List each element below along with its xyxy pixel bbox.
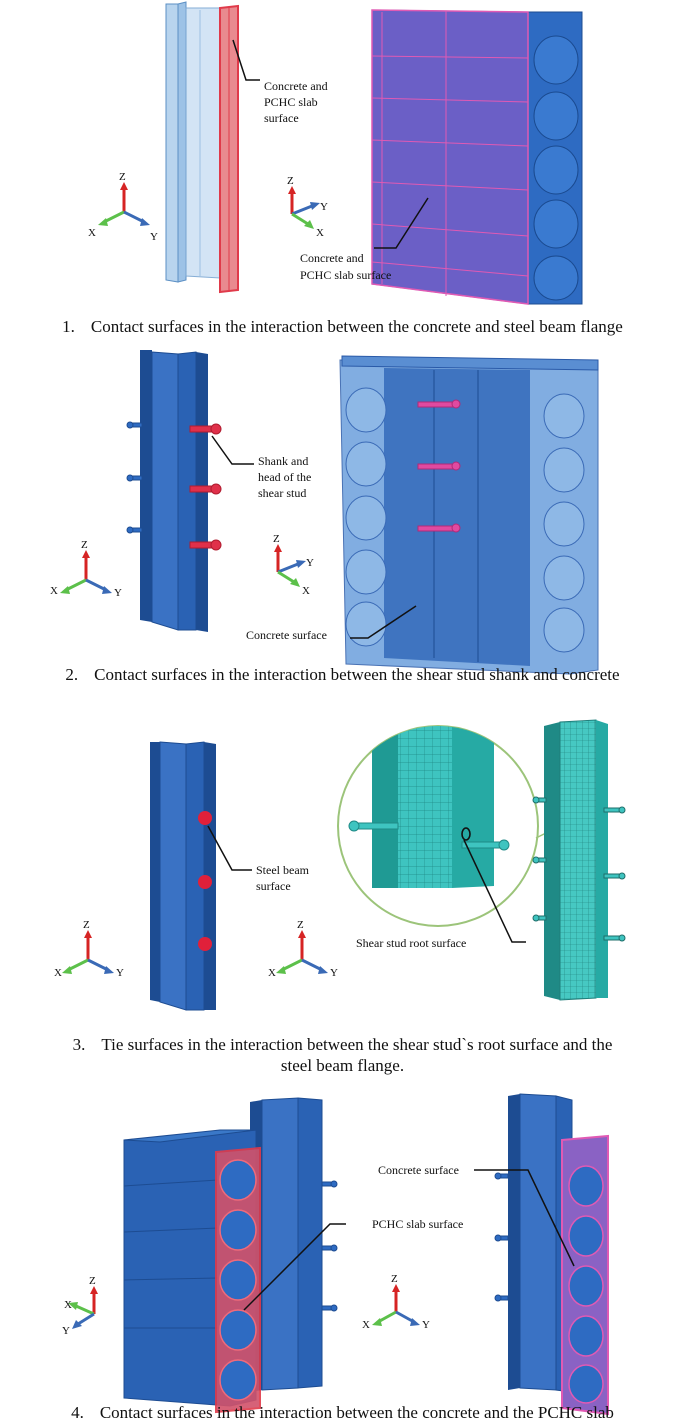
svg-text:X: X (268, 967, 276, 979)
label-left-line1: Concrete and (264, 79, 328, 93)
panel-1-figure: Concrete and PCHC slab surface Z X Y (88, 1, 583, 305)
svg-text:Y: Y (114, 587, 122, 599)
svg-text:X: X (362, 1319, 370, 1331)
svg-text:Z: Z (81, 539, 88, 551)
axis-triad-right: Z Y X (273, 533, 314, 597)
svg-text:Z: Z (297, 919, 304, 931)
label-left-line3: shear stud (258, 486, 306, 500)
leader-line-left (211, 435, 254, 465)
slab-division-lines (371, 11, 529, 296)
axis-triad-right: Z X Y (362, 1273, 430, 1331)
slab-and-beam-assembly (123, 1097, 338, 1414)
slab-studs-highlighted (417, 399, 461, 533)
panel-3: Steel beam surface Z X Y Z X Y (0, 698, 685, 1092)
svg-text:X: X (302, 585, 310, 597)
leader-line-left (243, 1223, 346, 1311)
svg-text:X: X (316, 227, 324, 239)
label-right: Shear stud root surface (356, 936, 466, 950)
svg-text:Z: Z (83, 919, 90, 931)
panel-2: Shank and head of the shear stud Z X Y (0, 340, 685, 690)
svg-text:Z: Z (273, 533, 280, 545)
leader-line-right (374, 197, 429, 249)
translucent-pchc-slab (339, 355, 599, 675)
svg-text:X: X (64, 1299, 72, 1311)
panel-3-figure: Steel beam surface Z X Y Z X Y (54, 719, 626, 1011)
label-left-line2: surface (256, 879, 291, 893)
axis-triad-left: Z X Y (54, 919, 124, 979)
steel-beam-with-studs (126, 350, 222, 632)
hollow-cores-right (543, 393, 585, 653)
leader-line-left (207, 825, 252, 871)
leader-line-right (350, 605, 417, 639)
svg-text:Y: Y (62, 1325, 70, 1337)
shear-studs-highlighted (189, 423, 222, 551)
meshed-studs (532, 796, 626, 942)
leader-line-left (232, 39, 260, 81)
shear-studs-back (126, 421, 143, 534)
svg-text:Y: Y (306, 557, 314, 569)
caption-4: 4.Contact surfaces in the interaction be… (71, 1403, 614, 1422)
hollow-cores-left (345, 387, 387, 647)
leader-line-right (463, 839, 526, 943)
zoom-detail (337, 725, 581, 927)
svg-text:Y: Y (150, 231, 158, 243)
beam-with-concrete-surface (494, 1093, 609, 1416)
hollow-cores-side (533, 35, 579, 301)
svg-text:Z: Z (89, 1275, 96, 1287)
beam-studs (321, 1180, 338, 1312)
axis-triad-left: Z X Y (62, 1275, 98, 1337)
label-left-line2: PCHC slab (264, 95, 318, 109)
panel-4-figure: PCHC slab surface Z X Y Z X Y (62, 1093, 609, 1416)
concrete-hollow-cores (568, 1165, 604, 1404)
pchc-slab (371, 9, 583, 305)
panel-1: Concrete and PCHC slab surface Z X Y (0, 0, 685, 336)
zoom-studs (348, 820, 510, 851)
svg-text:Y: Y (116, 967, 124, 979)
svg-text:Z: Z (391, 1273, 398, 1285)
label-left-line3: surface (264, 111, 299, 125)
svg-text:X: X (54, 967, 62, 979)
beam-studs-right (494, 1172, 509, 1302)
svg-text:Z: Z (119, 171, 126, 183)
label-left-line1: Shank and (258, 454, 308, 468)
leader-line-right (474, 1169, 575, 1267)
label-left-line1: Steel beam (256, 863, 310, 877)
label-left-line2: head of the (258, 470, 311, 484)
caption-2: 2.Contact surfaces in the interaction be… (65, 665, 620, 684)
svg-text:Y: Y (320, 201, 328, 213)
svg-text:Y: Y (422, 1319, 430, 1331)
panel-2-figure: Shank and head of the shear stud Z X Y (50, 350, 599, 675)
steel-beam (150, 741, 216, 1011)
svg-text:Z: Z (287, 175, 294, 187)
svg-text:Y: Y (330, 967, 338, 979)
highlight-hollow-cores (219, 1159, 257, 1401)
axis-triad-left: Z X Y (88, 171, 158, 243)
flange-contact-surface (219, 4, 239, 294)
panel-4: PCHC slab surface Z X Y Z X Y (0, 1090, 685, 1425)
meshed-steel-beam (532, 719, 626, 1001)
axis-triad-right: Z Y X (287, 175, 328, 239)
stud-root-outline (461, 827, 471, 841)
label-right: Concrete surface (378, 1163, 459, 1177)
label-right-line2: PCHC slab surface (300, 268, 391, 282)
stud-root-surfaces (198, 811, 212, 951)
label-right: Concrete surface (246, 628, 327, 642)
label-right-line1: Concrete and (300, 251, 364, 265)
caption-3: 3.Tie surfaces in the interaction betwee… (72, 1035, 613, 1075)
axis-triad-right: Z X Y (268, 919, 338, 979)
svg-text:X: X (50, 585, 58, 597)
label-left: PCHC slab surface (372, 1217, 463, 1231)
svg-text:X: X (88, 227, 96, 239)
caption-1: 1.Contact surfaces in the interaction be… (62, 317, 623, 336)
steel-beam-translucent (165, 1, 221, 283)
axis-triad-left: Z X Y (50, 539, 122, 599)
